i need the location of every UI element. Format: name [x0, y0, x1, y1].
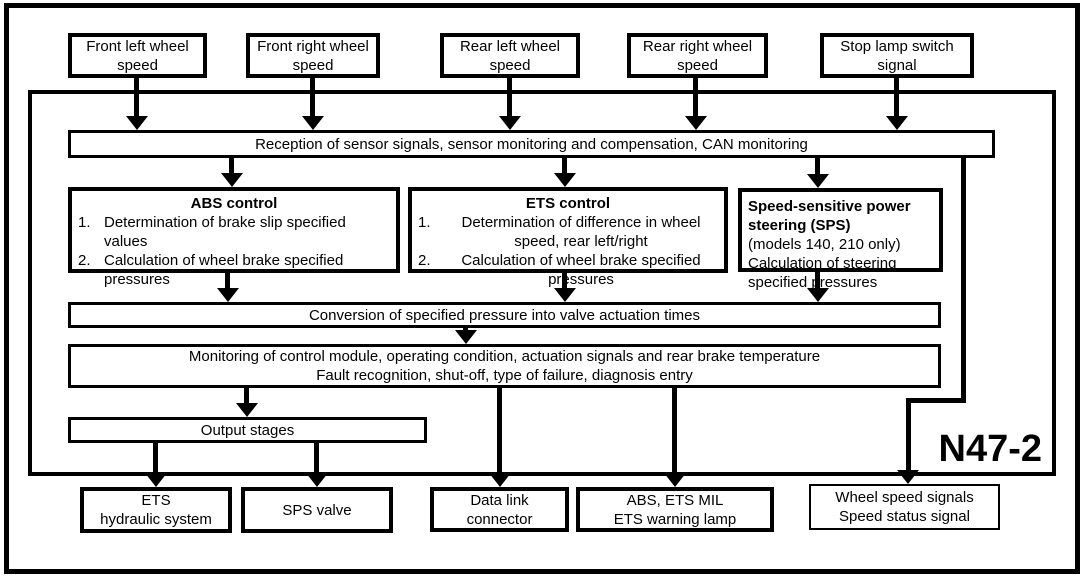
arrow-monitoring-to-output-stages — [244, 388, 249, 407]
output-box-ets-hydraulic-system: ETS hydraulic system — [80, 487, 232, 533]
wheel-speed-line-vertical-1 — [961, 158, 966, 403]
arrow-front-left-to-reception — [134, 77, 139, 118]
output-label-line: SPS valve — [282, 501, 352, 519]
conversion-label: Conversion of specified pressure into va… — [308, 306, 701, 324]
input-label-line: speed — [677, 56, 718, 74]
item-text: Determination of difference in wheel spe… — [461, 214, 701, 250]
conversion-bar: Conversion of specified pressure into va… — [68, 302, 941, 328]
output-box-sps-valve: SPS valve — [241, 487, 393, 533]
arrow-stop-lamp-to-reception — [894, 77, 899, 118]
page-border — [4, 3, 1080, 574]
arrow-down-icon — [554, 173, 576, 187]
arrow-down-icon — [664, 473, 686, 487]
arrow-down-icon — [302, 116, 324, 130]
output-label-line: connector — [466, 510, 533, 528]
ets-control-box: ETS control 1. Determination of differen… — [408, 187, 728, 288]
output-label-line: Speed status signal — [839, 508, 970, 525]
arrow-down-icon — [217, 288, 239, 302]
input-label-line: Front left wheel — [86, 37, 189, 55]
arrow-rear-left-to-reception — [507, 77, 512, 118]
item-number: 1. — [78, 214, 91, 231]
arrow-monitoring-to-mil — [672, 388, 677, 475]
reception-bar: Reception of sensor signals, sensor moni… — [68, 130, 995, 158]
output-label-line: Wheel speed signals — [835, 489, 974, 506]
arrow-abs-to-conversion — [225, 273, 230, 292]
arrow-down-icon — [236, 403, 258, 417]
arrow-down-icon — [221, 173, 243, 187]
output-label-line: Data link — [470, 491, 529, 509]
arrow-down-icon — [685, 116, 707, 130]
abs-control-box: ABS control 1. Determination of brake sl… — [68, 187, 400, 288]
input-label-line: Rear right wheel — [642, 37, 753, 55]
input-label-line: signal — [877, 56, 917, 74]
arrow-sps-to-conversion — [815, 272, 820, 292]
arrow-reception-to-sps — [815, 158, 820, 178]
item-text: Calculation of wheel brake specified pre… — [461, 252, 701, 288]
arrow-front-right-to-reception — [310, 77, 315, 118]
arrow-down-icon — [126, 116, 148, 130]
arrow-down-icon — [807, 174, 829, 188]
sps-steering-box: Speed-sensitive power steering (SPS) (mo… — [738, 188, 943, 291]
monitoring-line-1: Monitoring of control module, operating … — [188, 348, 821, 365]
abs-control-item-1: 1. Determination of brake slip specified… — [72, 213, 396, 251]
arrow-down-icon — [455, 330, 477, 344]
abs-control-title: ABS control — [190, 195, 278, 212]
arrow-down-icon — [145, 473, 167, 487]
arrow-down-icon — [499, 116, 521, 130]
ets-control-item-1: 1. Determination of difference in wheel … — [412, 213, 724, 251]
arrow-monitoring-to-data-link — [497, 388, 502, 475]
input-box-stop-lamp-switch-signal: Stop lamp switch signal — [820, 33, 974, 78]
abs-control-item-2: 2. Calculation of wheel brake specified … — [72, 251, 396, 289]
arrow-down-icon — [807, 288, 829, 302]
module-label-n47-2: N47-2 — [938, 428, 1043, 470]
input-box-front-left-wheel-speed: Front left wheel speed — [68, 33, 207, 78]
ets-control-item-2: 2. Calculation of wheel brake specified … — [412, 251, 724, 289]
input-label-line: Rear left wheel — [459, 37, 561, 55]
input-box-rear-left-wheel-speed: Rear left wheel speed — [440, 33, 580, 78]
ets-control-title: ETS control — [525, 195, 611, 212]
input-box-front-right-wheel-speed: Front right wheel speed — [246, 33, 380, 78]
arrow-rear-right-to-reception — [693, 77, 698, 118]
arrow-down-icon — [897, 470, 919, 484]
arrow-down-icon — [306, 473, 328, 487]
input-label-line: speed — [117, 56, 158, 74]
reception-label: Reception of sensor signals, sensor moni… — [255, 135, 808, 153]
sps-steering-text: Speed-sensitive power steering (SPS) (mo… — [748, 198, 911, 291]
output-label-line: ABS, ETS MIL — [626, 491, 724, 509]
output-stages-label: Output stages — [200, 421, 295, 439]
input-label-line: Stop lamp switch — [840, 37, 954, 55]
wheel-speed-line-vertical-2 — [906, 398, 911, 474]
arrow-down-icon — [554, 288, 576, 302]
output-box-abs-ets-mil-warning-lamp: ABS, ETS MIL ETS warning lamp — [576, 487, 774, 532]
wheel-speed-line-horizontal — [906, 398, 966, 403]
input-label-line: speed — [292, 56, 334, 74]
item-text: Calculation of wheel brake specified pre… — [104, 252, 344, 288]
monitoring-line-2: Fault recognition, shut-off, type of fai… — [316, 367, 693, 384]
arrow-output-to-sps-valve — [314, 443, 319, 475]
output-box-wheel-speed-signals: Wheel speed signals Speed status signal — [809, 484, 1000, 530]
arrow-down-icon — [489, 473, 511, 487]
input-label-line: Front right wheel — [257, 37, 369, 55]
arrow-down-icon — [886, 116, 908, 130]
item-number: 2. — [418, 252, 431, 269]
item-text: Determination of brake slip specified va… — [104, 214, 346, 250]
output-box-data-link-connector: Data link connector — [430, 487, 569, 532]
arrow-reception-to-abs — [229, 158, 234, 177]
arrow-reception-to-ets — [562, 158, 567, 177]
monitoring-bar: Monitoring of control module, operating … — [68, 344, 941, 388]
input-box-rear-right-wheel-speed: Rear right wheel speed — [627, 33, 768, 78]
arrow-output-to-ets-hydraulic — [153, 443, 158, 475]
output-stages-bar: Output stages — [68, 417, 427, 443]
arrow-ets-to-conversion — [562, 273, 567, 292]
item-number: 2. — [78, 252, 91, 269]
output-label-line: ETS — [141, 492, 171, 509]
item-number: 1. — [418, 214, 431, 231]
output-label-line: ETS warning lamp — [613, 510, 737, 528]
output-label-line: hydraulic system — [100, 511, 212, 528]
input-label-line: speed — [489, 56, 531, 74]
